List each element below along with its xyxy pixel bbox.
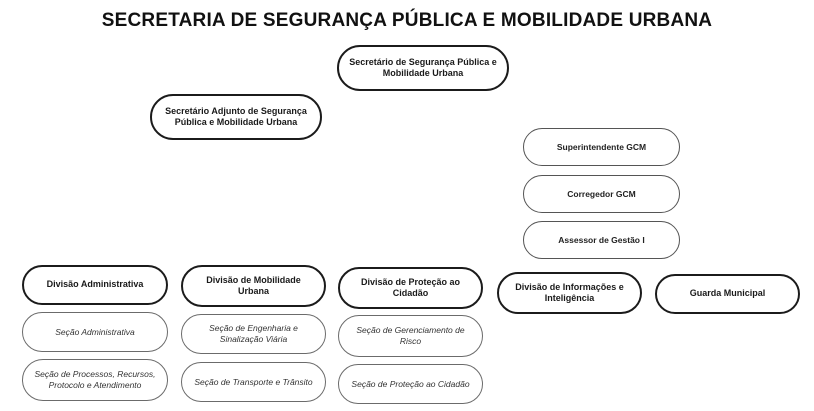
guarda-municipal-node: Guarda Municipal (655, 274, 800, 314)
secao-protecao-cidadao-label: Seção de Proteção ao Cidadão (351, 378, 470, 389)
secretario-adjunto-node: Secretário Adjunto de Segurança Pública … (150, 94, 322, 140)
corregedor-gcm-node: Corregedor GCM (523, 175, 680, 213)
divisao-administrativa-label: Divisão Administrativa (46, 279, 144, 290)
divisao-informacoes-label: Divisão de Informações e Inteligência (515, 281, 624, 303)
divisao-protecao-node: Divisão de Proteção ao Cidadão (338, 267, 483, 309)
page-title: SECRETARIA DE SEGURANÇA PÚBLICA E MOBILI… (101, 10, 713, 31)
secretario-label: Secretário de Segurança Pública e Mobili… (349, 56, 497, 78)
divisao-mobilidade-label: Divisão de Mobilidade Urbana (206, 274, 301, 296)
secao-transporte-node: Seção de Transporte e Trânsito (181, 362, 326, 402)
secao-engenharia-label: Seção de Engenharia e Sinalização Viária (209, 323, 298, 344)
assessor-gestao-label: Assessor de Gestão I (558, 234, 645, 245)
secao-processos-node: Seção de Processos, Recursos, Protocolo … (22, 359, 168, 401)
divisao-administrativa-node: Divisão Administrativa (22, 265, 168, 305)
secao-gerenciamento-risco-label: Seção de Gerenciamento de Risco (356, 325, 465, 346)
guarda-municipal-label: Guarda Municipal (689, 288, 766, 299)
divisao-mobilidade-node: Divisão de Mobilidade Urbana (181, 265, 326, 307)
divisao-informacoes-node: Divisão de Informações e Inteligência (497, 272, 642, 314)
superintendente-gcm-node: Superintendente GCM (523, 128, 680, 166)
assessor-gestao-node: Assessor de Gestão I (523, 221, 680, 259)
divisao-protecao-label: Divisão de Proteção ao Cidadão (360, 276, 461, 298)
secao-administrativa-node: Seção Administrativa (22, 312, 168, 352)
secao-processos-label: Seção de Processos, Recursos, Protocolo … (34, 369, 156, 390)
corregedor-gcm-label: Corregedor GCM (567, 188, 636, 199)
secao-administrativa-label: Seção Administrativa (55, 326, 135, 337)
secao-gerenciamento-risco-node: Seção de Gerenciamento de Risco (338, 315, 483, 357)
secretario-adjunto-label: Secretário Adjunto de Segurança Pública … (165, 105, 307, 127)
secao-engenharia-node: Seção de Engenharia e Sinalização Viária (181, 314, 326, 354)
superintendente-gcm-label: Superintendente GCM (556, 141, 647, 152)
secretario-node: Secretário de Segurança Pública e Mobili… (337, 45, 509, 91)
secao-transporte-label: Seção de Transporte e Trânsito (194, 376, 313, 387)
secao-protecao-cidadao-node: Seção de Proteção ao Cidadão (338, 364, 483, 404)
